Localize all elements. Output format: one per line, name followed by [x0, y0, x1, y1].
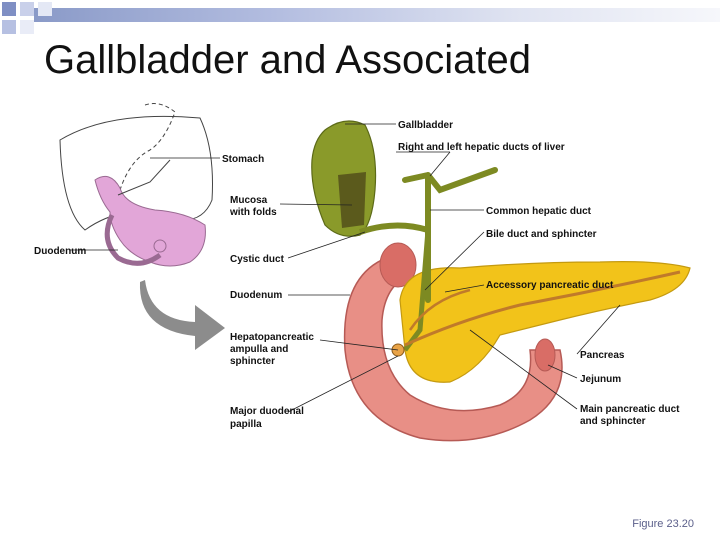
cystic-duct: [360, 225, 428, 232]
inset-drawing: [60, 104, 213, 266]
label-accessory-pancreatic-duct: Accessory pancreatic duct: [486, 280, 614, 291]
label-papilla-line1: Major duodenal: [230, 406, 304, 417]
label-stomach: Stomach: [222, 154, 264, 165]
label-mucosa-line1: Mucosa: [230, 195, 268, 206]
label-hepatic-ducts: Right and left hepatic ducts of liver: [398, 142, 565, 153]
label-hepatopancreatic-line3: sphincter: [230, 356, 275, 367]
direction-arrow: [140, 280, 225, 350]
figure-credit: Figure 23.20: [632, 518, 694, 530]
label-bile-duct: Bile duct and sphincter: [486, 229, 597, 240]
label-hepatopancreatic-line2: ampulla and: [230, 344, 288, 355]
label-cystic-duct: Cystic duct: [230, 254, 285, 265]
inset-duodenum-end: [154, 240, 166, 252]
label-gallbladder: Gallbladder: [398, 120, 453, 131]
label-mucosa-line2: with folds: [229, 207, 277, 218]
inset-ducts: [118, 160, 170, 195]
label-duodenum-inset: Duodenum: [34, 246, 86, 257]
label-duodenum: Duodenum: [230, 290, 282, 301]
label-pancreas: Pancreas: [580, 350, 625, 361]
label-common-hepatic-duct: Common hepatic duct: [486, 206, 592, 217]
label-main-duct-line2: and sphincter: [580, 416, 646, 427]
label-hepatopancreatic-line1: Hepatopancreatic: [230, 332, 314, 343]
label-jejunum: Jejunum: [580, 374, 621, 385]
gallbladder-mucosa: [338, 172, 366, 228]
jejunum-opening: [535, 339, 555, 371]
label-main-duct-line1: Main pancreatic duct: [580, 404, 680, 415]
label-papilla-line2: papilla: [230, 419, 262, 430]
